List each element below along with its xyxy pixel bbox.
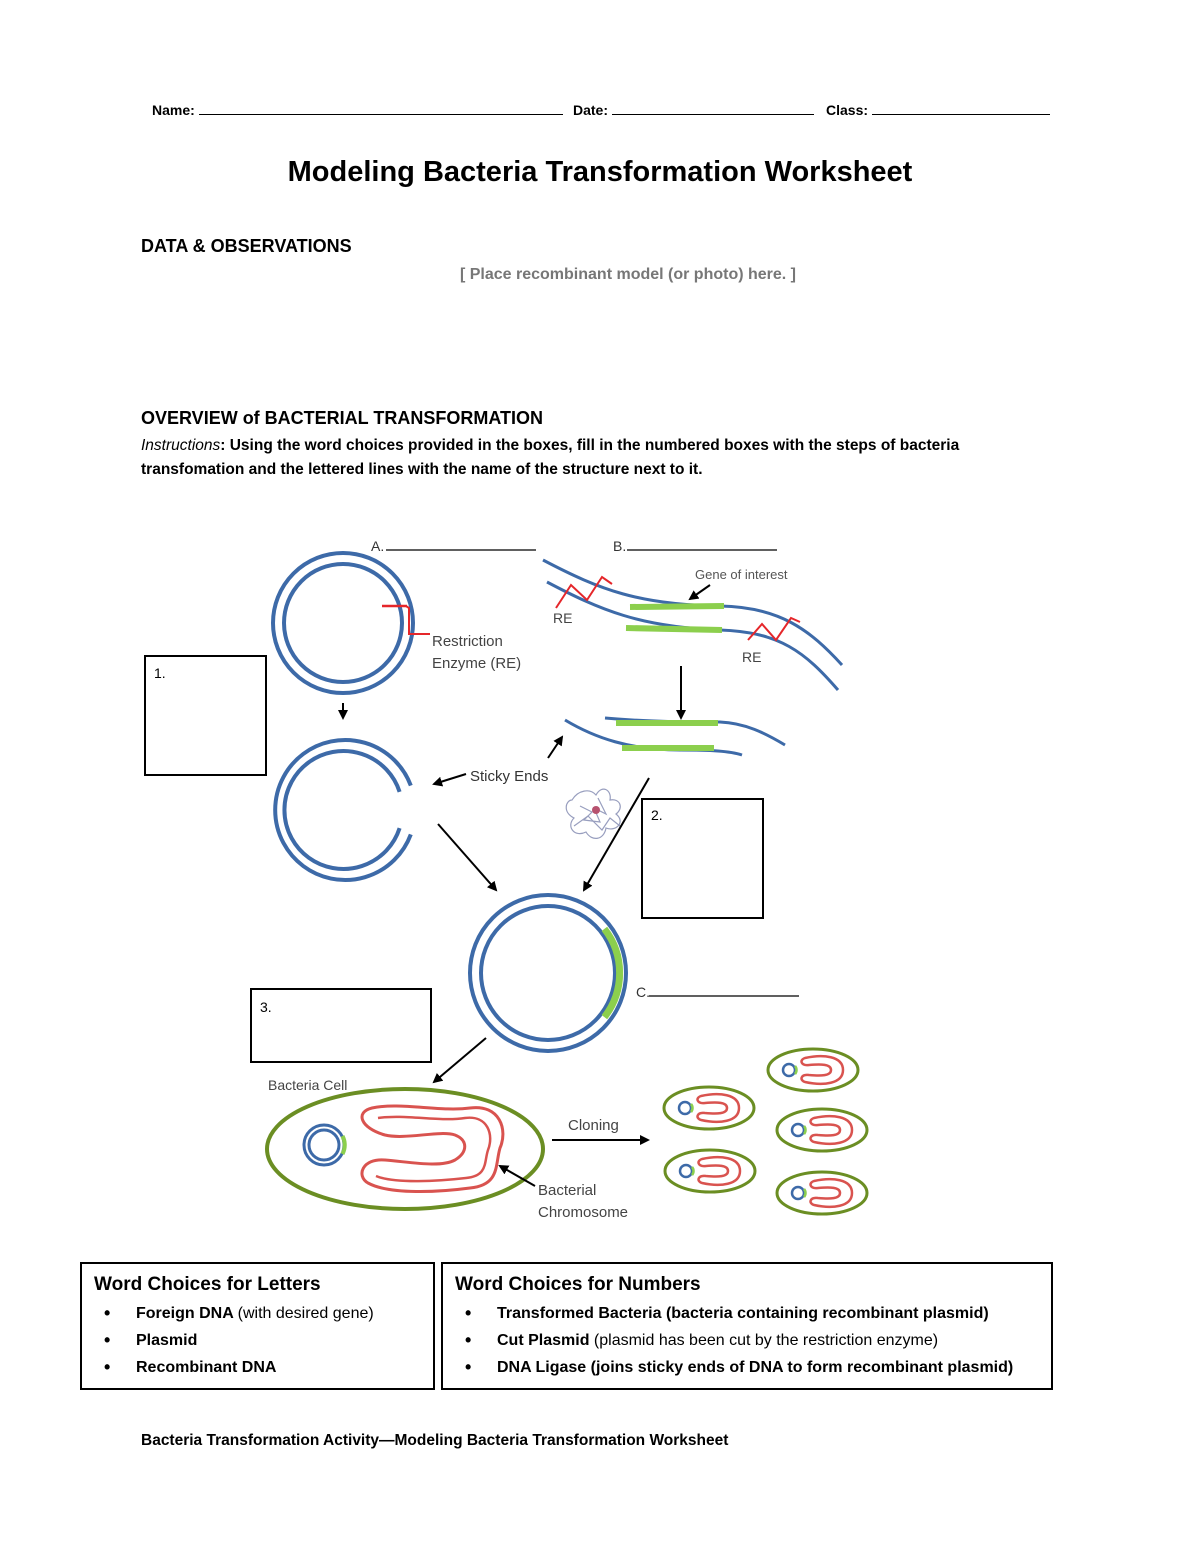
re-label-left: RE [553, 610, 572, 626]
class-label: Class: [826, 102, 869, 118]
list-item: Recombinant DNA [104, 1354, 421, 1381]
model-placeholder: [ Place recombinant model (or photo) her… [459, 266, 797, 283]
list-item: Foreign DNA (with desired gene) [104, 1300, 421, 1327]
numbers-list: Transformed Bacteria (bacteria containin… [455, 1300, 1039, 1381]
name-blank[interactable] [198, 100, 563, 115]
item-bold: Plasmid [136, 1332, 198, 1349]
class-blank[interactable] [871, 100, 1050, 115]
letters-word-box: Word Choices for Letters Foreign DNA (wi… [80, 1262, 435, 1390]
bacteria-cell [265, 1087, 545, 1211]
list-item: Plasmid [104, 1327, 421, 1354]
item-bold: Foreign DNA [136, 1305, 238, 1322]
instructions-text: : Using the word choices provided in the… [141, 437, 960, 478]
line-a-label: A. [371, 538, 384, 554]
sticky-ends-pointer-left [432, 773, 467, 787]
item-bold: Recombinant DNA [136, 1359, 277, 1376]
list-item: DNA Ligase (joins sticky ends of DNA to … [465, 1354, 1039, 1381]
item-bold: Transformed Bacteria (bacteria containin… [497, 1305, 989, 1322]
date-label: Date: [573, 102, 609, 118]
cloned-bacterium [663, 1148, 757, 1194]
cloning-label: Cloning [568, 1117, 619, 1134]
page-footer: Bacteria Transformation Activity—Modelin… [141, 1432, 729, 1449]
dna-ligase-icon [565, 788, 621, 839]
sticky-ends-label: Sticky Ends [470, 768, 548, 785]
box-3-label: 3. [260, 999, 272, 1015]
cloned-bacterium [766, 1047, 860, 1093]
chromosome-label-1: Bacterial [538, 1182, 596, 1199]
cloned-bacteria [662, 1047, 869, 1216]
list-item: Transformed Bacteria (bacteria containin… [465, 1300, 1039, 1327]
letters-box-heading: Word Choices for Letters [94, 1274, 321, 1295]
restriction-label-1: Restriction [432, 633, 503, 650]
restriction-label-2: Enzyme (RE) [432, 655, 521, 672]
numbers-word-box: Word Choices for Numbers Transformed Bac… [441, 1262, 1053, 1390]
answer-box-2[interactable] [641, 798, 764, 919]
cloned-bacterium [662, 1085, 756, 1131]
plasmid [271, 551, 415, 695]
page-title: Modeling Bacteria Transformation Workshe… [287, 156, 913, 188]
instructions: Instructions: Using the word choices pro… [141, 434, 1061, 482]
item-normal: (plasmid has been cut by the restriction… [593, 1332, 939, 1349]
transformation-diagram: Restriction Enzyme (RE) A. B. RE RE Gene… [144, 538, 869, 1221]
item-bold: DNA Ligase (joins sticky ends of DNA to … [497, 1359, 1014, 1376]
item-normal: (with desired gene) [237, 1305, 374, 1322]
cloned-bacterium [775, 1170, 869, 1216]
re-label-right: RE [742, 649, 761, 665]
answer-box-1[interactable] [144, 655, 267, 776]
name-field[interactable]: Name: [152, 100, 563, 118]
class-field[interactable]: Class: [826, 100, 1050, 118]
re-cut-left [555, 575, 613, 609]
box-2-label: 2. [651, 807, 663, 823]
dna-fragment [564, 716, 786, 757]
arrow-cut-to-recombinant [437, 823, 498, 892]
chromosome-label-2: Chromosome [538, 1204, 628, 1221]
gene-pointer [688, 584, 711, 601]
arrow-fragment-to-recombinant [582, 777, 650, 892]
date-field[interactable]: Date: [573, 100, 814, 118]
bacteria-cell-label: Bacteria Cell [268, 1077, 347, 1093]
letters-list: Foreign DNA (with desired gene) Plasmid … [94, 1300, 421, 1381]
overview-heading: OVERVIEW of BACTERIAL TRANSFORMATION [141, 408, 543, 428]
line-b-label: B. [613, 538, 626, 554]
list-item: Cut Plasmid (plasmid has been cut by the… [465, 1327, 1039, 1354]
recombinant-plasmid [468, 893, 628, 1053]
restriction-pointer [405, 605, 430, 635]
cut-plasmid [273, 738, 413, 882]
box-1-label: 1. [154, 665, 166, 681]
instructions-label: Instructions [141, 437, 221, 454]
chromosome-pointer [498, 1165, 536, 1187]
gene-of-interest-label: Gene of interest [695, 567, 788, 582]
line-c-label: C. [636, 984, 650, 1000]
re-cut-right [747, 616, 801, 642]
foreign-dna [542, 558, 844, 691]
numbers-box-heading: Word Choices for Numbers [455, 1274, 701, 1295]
data-section-heading: DATA & OBSERVATIONS [141, 236, 352, 256]
name-label: Name: [152, 102, 195, 118]
cloned-bacterium [775, 1107, 869, 1153]
answer-box-3[interactable] [250, 988, 432, 1063]
sticky-ends-pointer-right [547, 735, 564, 759]
item-bold: Cut Plasmid [497, 1332, 594, 1349]
arrow-recombinant-to-cell [432, 1037, 487, 1084]
date-blank[interactable] [611, 100, 814, 115]
